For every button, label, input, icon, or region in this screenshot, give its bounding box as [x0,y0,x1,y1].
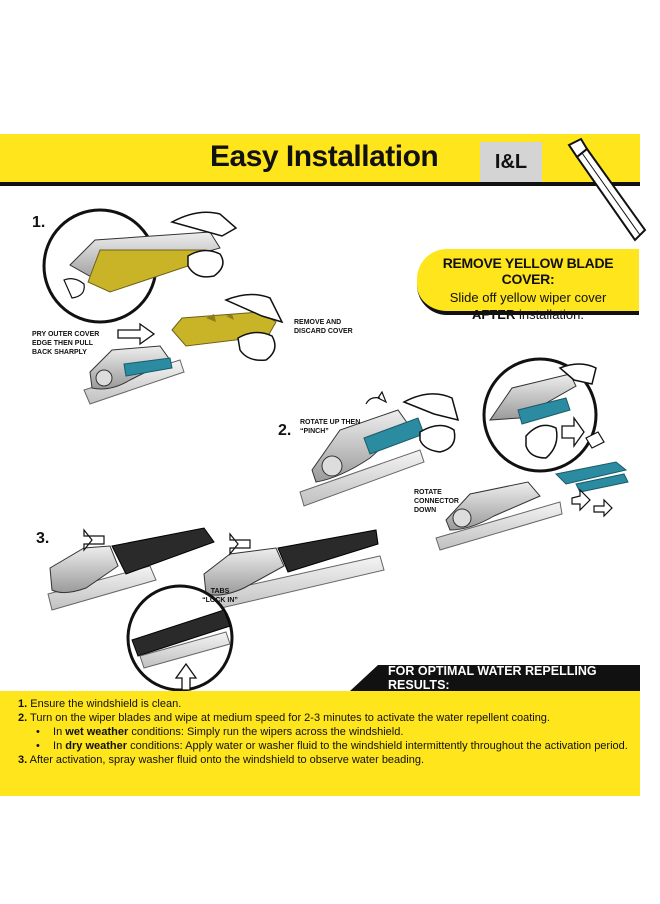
step-1-number: 1. [32,214,46,231]
instruction-2: 2. Turn on the wiper blades and wipe at … [18,712,550,724]
caption-rotate-up: ROTATE UP THEN “PINCH” [300,419,361,435]
remove-cover-callout: REMOVE YELLOW BLADE COVER: Slide off yel… [417,249,639,322]
step2-magnifier [482,357,605,473]
blade-tip-illustration [567,137,647,242]
caption-pry-cover: PRY OUTER COVER EDGE THEN PULL BACK SHAR… [32,331,100,356]
step3-blade-insert [47,527,385,613]
callout-heading: REMOVE YELLOW BLADE COVER: [442,255,614,287]
results-heading: FOR OPTIMAL WATER REPELLING RESULTS: [350,665,640,691]
step1-cover-removal [83,293,284,405]
step2-rotate-down [435,461,629,551]
caption-remove-cover: REMOVE AND DISCARD COVER [294,319,353,335]
step1-magnifier [42,208,238,324]
callout-after-bold: AFTER [472,307,516,322]
step-3-number: 3. [36,530,50,547]
caption-tabs-lock: TABS “LOCK IN” [202,588,238,604]
instruction-wet: • In wet weather conditions: Simply run … [36,726,404,738]
callout-line-2: AFTER installation. [417,307,639,322]
caption-rotate-down: ROTATE CONNECTOR DOWN [414,489,459,514]
step3-magnifier [126,584,234,692]
instruction-dry: • In dry weather conditions: Apply water… [36,740,628,752]
callout-line-1: Slide off yellow wiper cover [449,290,607,305]
step2-rotate-up [299,390,460,507]
instruction-1: 1. Ensure the windshield is clean. [18,698,182,710]
instruction-3: 3. After activation, spray washer fluid … [18,754,425,766]
callout-installation: installation. [515,307,584,322]
instructions-panel: 1. Ensure the windshield is clean. 2. Tu… [0,691,640,796]
page-title: Easy Installation [210,140,439,173]
step-2-number: 2. [278,422,292,439]
il-badge: I&L [480,142,542,182]
